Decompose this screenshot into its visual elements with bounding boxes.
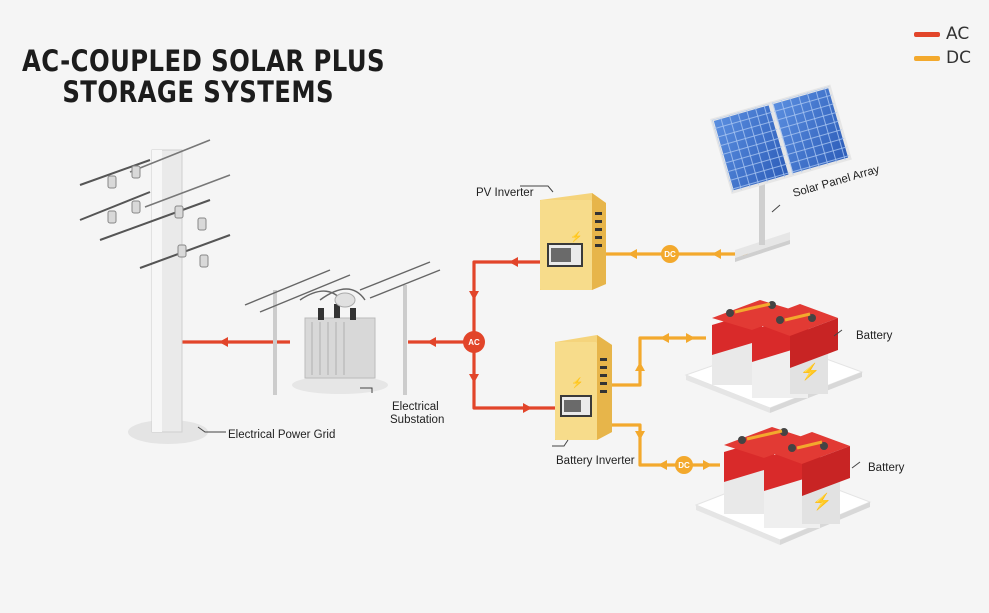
utility-pole-icon [79, 139, 231, 444]
dc-arrow [703, 460, 712, 470]
transformer-icon [244, 261, 441, 395]
label-substation-line-2: Substation [390, 414, 444, 426]
legend-item-dc: DC [914, 46, 971, 70]
dc-badge-battery: DC [675, 456, 693, 474]
dc-arrow [635, 362, 645, 371]
label-substation-line-1: Electrical [392, 401, 439, 413]
dc-arrow [686, 333, 695, 343]
label-battery-bottom: Battery [868, 462, 905, 474]
title-line-1: AC-COUPLED SOLAR PLUS [22, 44, 386, 78]
page-title: AC-COUPLED SOLAR PLUS STORAGE SYSTEMS [22, 46, 385, 108]
dc-line-battery-inverter-to-top-battery [612, 336, 706, 387]
ac-arrow [219, 337, 228, 347]
ac-arrow [523, 403, 532, 413]
label-pv-inverter: PV Inverter [476, 187, 534, 199]
leader-lines [197, 185, 861, 469]
ac-arrow [509, 257, 518, 267]
battery-inverter-icon: ⚡ [555, 335, 612, 440]
ac-arrow [469, 291, 479, 300]
label-battery-inverter: Battery Inverter [556, 455, 635, 467]
title-line-2: STORAGE SYSTEMS [62, 75, 334, 109]
legend-swatch-ac [914, 31, 941, 37]
ac-arrows [219, 257, 532, 413]
dc-badge-pv-text: DC [664, 250, 676, 259]
legend-item-ac: AC [914, 22, 971, 46]
dc-arrow [635, 431, 645, 440]
dc-arrows [628, 249, 721, 470]
legend-label-ac: AC [946, 24, 970, 44]
battery-icon: ⚡ [694, 427, 872, 545]
battery-icon: ⚡ [684, 300, 864, 413]
legend-swatch-dc [914, 55, 941, 61]
dc-arrow [712, 249, 721, 259]
label-battery-top: Battery [856, 330, 893, 342]
ac-badge-text: AC [468, 338, 480, 347]
label-power-grid: Electrical Power Grid [228, 429, 335, 441]
svg-text:⚡: ⚡ [571, 376, 583, 389]
dc-arrow [658, 460, 667, 470]
dc-badge-pv: DC [661, 245, 679, 263]
ac-line-junction-to-battery-inverter [472, 352, 555, 410]
legend: AC DC [914, 22, 971, 70]
ac-badge: AC [463, 331, 485, 353]
svg-text:⚡: ⚡ [800, 362, 820, 381]
legend-label-dc: DC [946, 48, 971, 68]
ac-arrow [427, 337, 436, 347]
dc-arrow [660, 333, 669, 343]
pv-inverter-icon: ⚡ [540, 193, 606, 290]
dc-arrow [628, 249, 637, 259]
solar-panel-icon [710, 84, 852, 262]
dc-badge-battery-text: DC [678, 461, 690, 470]
ac-line-pv-to-junction [472, 260, 540, 332]
ac-arrow [469, 374, 479, 383]
svg-text:⚡: ⚡ [570, 230, 582, 243]
svg-text:⚡: ⚡ [812, 492, 832, 511]
